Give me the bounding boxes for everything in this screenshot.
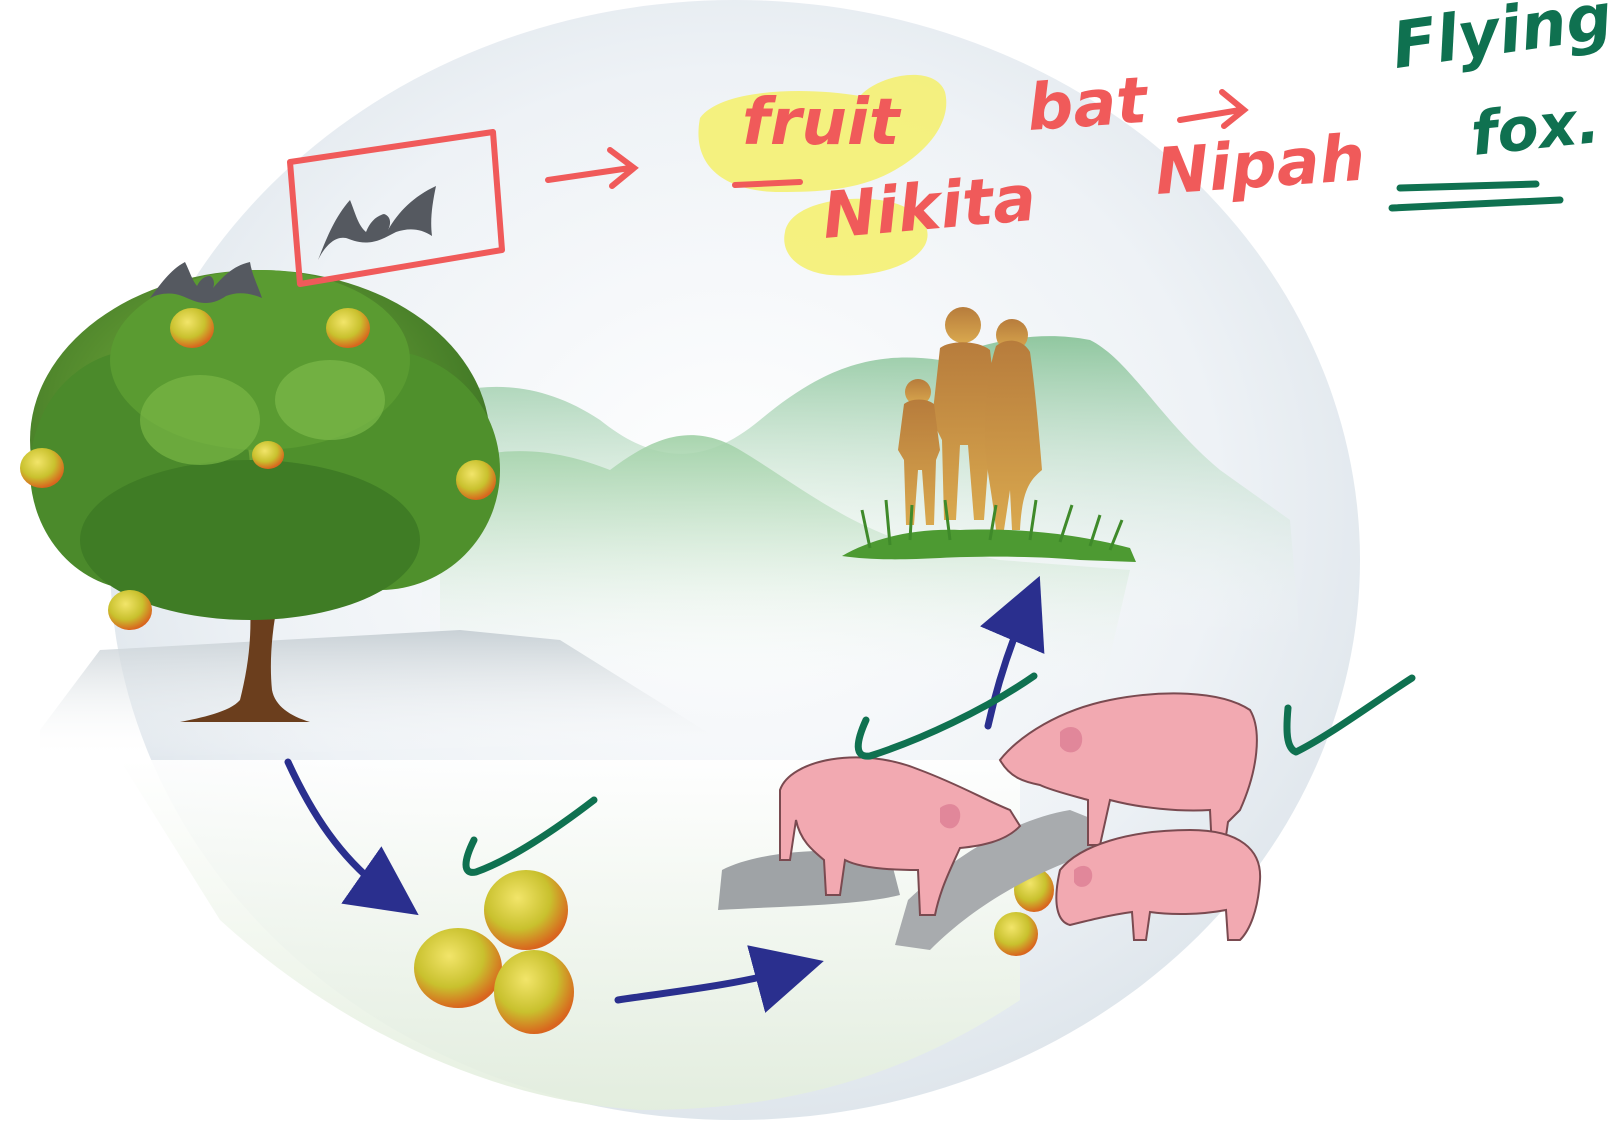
annotation-bat: bat <box>1025 64 1149 146</box>
pig-icon <box>1060 727 1082 752</box>
tree-mango-1 <box>170 308 214 348</box>
mango-icon <box>494 950 574 1034</box>
annotation-nipah: Nipah <box>1153 122 1368 210</box>
mango-icon <box>414 928 502 1008</box>
tree-mango-4 <box>456 460 496 500</box>
annotation-fruit: fruit <box>742 86 900 160</box>
tree-mango-5 <box>108 590 152 630</box>
mango-icon <box>484 870 568 950</box>
annotation-fox: fox. <box>1468 87 1603 170</box>
mango-icon <box>994 912 1038 956</box>
tree-mango-6 <box>252 441 284 469</box>
fox-underline <box>1392 184 1560 208</box>
arrow-icon <box>1180 92 1244 126</box>
tree-mango-3 <box>20 448 64 488</box>
fruit-underline <box>735 182 800 185</box>
tree-mango-2 <box>326 308 370 348</box>
